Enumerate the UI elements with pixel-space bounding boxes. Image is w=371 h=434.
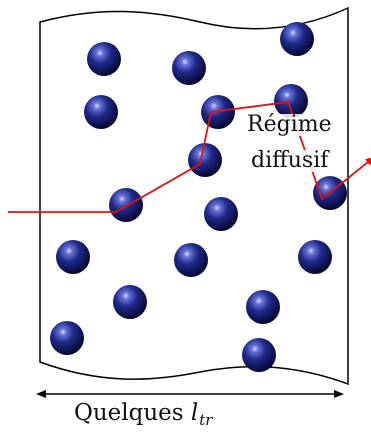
scatterer-group [50, 22, 347, 372]
scatterer-sphere [56, 240, 90, 274]
scatterer-sphere [204, 197, 238, 231]
scatterer-sphere [280, 22, 314, 56]
scatterer-sphere [113, 285, 147, 319]
scatterer-sphere [50, 321, 84, 355]
transport-length-symbol: l [190, 400, 199, 426]
scatterer-sphere [274, 84, 308, 118]
scatterer-sphere [174, 243, 208, 277]
scatterer-sphere [246, 290, 280, 324]
medium-outline [39, 6, 349, 386]
diffusion-path [8, 101, 371, 213]
diffusive-label: diffusif [250, 148, 330, 173]
regime-label: Régime [246, 112, 333, 137]
transport-length-subscript: tr [199, 411, 213, 429]
scatterer-sphere [87, 42, 121, 76]
scatterer-sphere [172, 51, 206, 85]
scatterer-sphere [201, 95, 235, 129]
width-caption: Quelques ltr [74, 402, 212, 428]
scatterer-sphere [109, 188, 143, 222]
scatterer-sphere [188, 143, 222, 177]
scatterer-sphere [242, 338, 276, 372]
caption-prefix: Quelques [74, 400, 184, 426]
scatterer-sphere [84, 95, 118, 129]
scatterer-sphere [298, 240, 332, 274]
